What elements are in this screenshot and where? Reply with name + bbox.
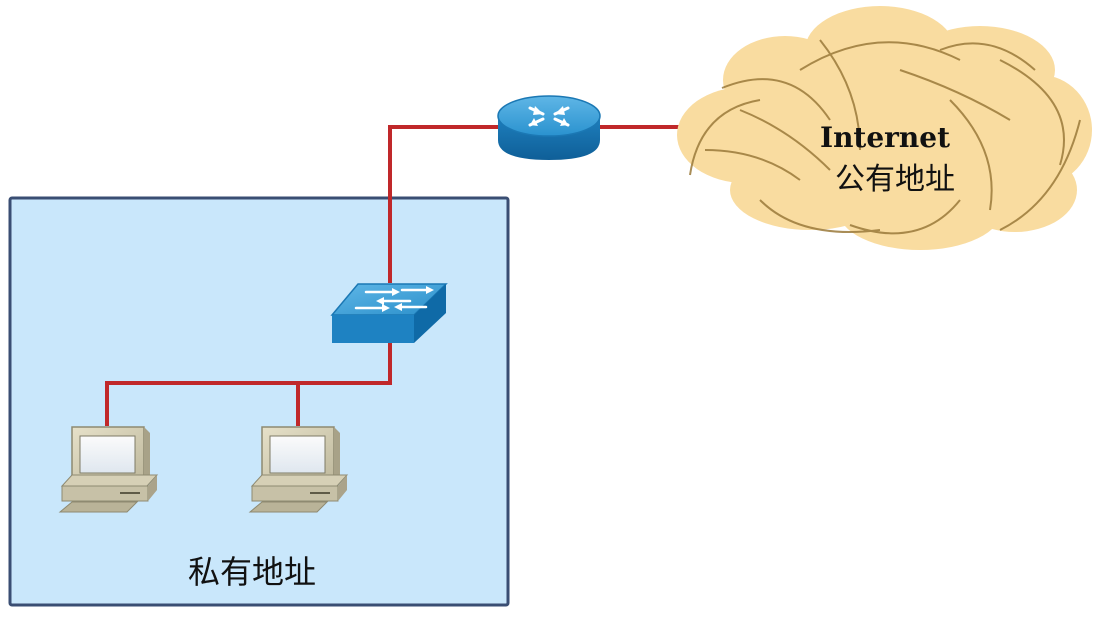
private-network-box bbox=[8, 196, 510, 607]
switch-icon bbox=[330, 283, 448, 343]
pc-right-computer-icon bbox=[248, 426, 349, 513]
cloud-title: Internet bbox=[820, 121, 950, 154]
switch-to-router-link bbox=[388, 125, 500, 283]
network-links bbox=[105, 125, 680, 426]
switch-to-pcs-link bbox=[105, 342, 392, 426]
private-network-label: 私有地址 bbox=[188, 553, 316, 591]
cloud-subtitle: 公有地址 bbox=[835, 162, 955, 197]
router-icon bbox=[497, 95, 601, 160]
cloud-icon: Internet 公有地址 bbox=[677, 6, 1092, 250]
pc-left-computer-icon bbox=[58, 426, 159, 513]
